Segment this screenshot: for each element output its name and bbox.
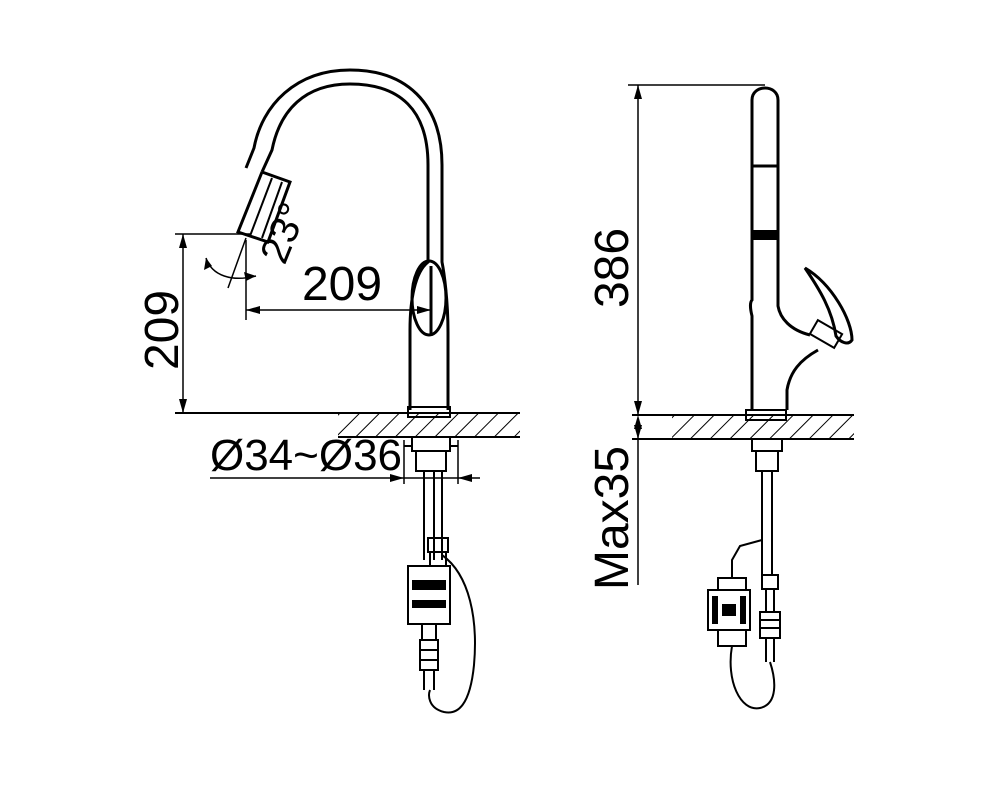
left-view: 209 209 23° Ø34~Ø36 xyxy=(136,68,520,714)
total-height-label: 386 xyxy=(586,228,639,308)
left-height-dimension: 209 xyxy=(136,233,250,413)
left-underdeck-hardware xyxy=(404,436,476,714)
max-deck-thickness-label: Max35 xyxy=(586,446,639,590)
mounting-hole-label: Ø34~Ø36 xyxy=(210,431,402,480)
left-reach-dimension: 209 xyxy=(245,240,431,320)
right-view: 386 Max35 xyxy=(586,84,854,710)
right-countertop xyxy=(632,414,854,440)
right-height-dimension: 386 xyxy=(586,84,765,415)
spout-height-label: 209 xyxy=(136,290,189,370)
left-hole-dimension: Ø34~Ø36 xyxy=(210,431,480,484)
left-faucet-body xyxy=(236,68,451,418)
right-underdeck-hardware xyxy=(707,438,783,710)
right-deck-thickness-dimension: Max35 xyxy=(586,415,642,590)
right-faucet-body xyxy=(745,86,854,421)
spout-reach-label: 209 xyxy=(302,258,382,311)
